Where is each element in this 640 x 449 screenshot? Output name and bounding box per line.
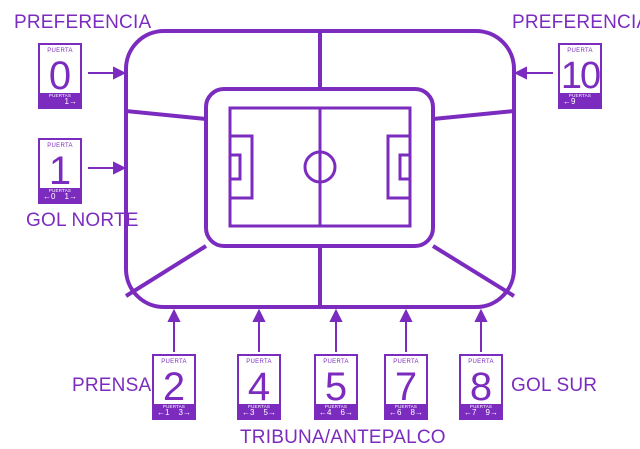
gate-sign-0: PUERTA 0 PUERTAS 1→ xyxy=(38,43,82,109)
gate-footer: PUERTAS ←6 8→ xyxy=(386,404,426,418)
gate-footer: PUERTAS ←1 3→ xyxy=(154,404,194,418)
gate-sign-1: PUERTA 1 PUERTAS ←0 1→ xyxy=(38,138,82,204)
gate-caption: PUERTA xyxy=(468,359,494,365)
divider-left-upper xyxy=(125,109,207,121)
gate-footer: PUERTAS 1→ xyxy=(40,93,80,107)
gate-footer: PUERTAS ←3 5→ xyxy=(239,404,279,418)
gate-caption: PUERTA xyxy=(47,143,73,149)
gate-next: 6→ xyxy=(340,408,353,417)
gate-prev: ←3 xyxy=(242,408,255,417)
label-gol-sur: GOL SUR xyxy=(511,375,598,396)
arrowhead-gate-5 xyxy=(329,308,343,322)
label-gol-norte: GOL NORTE xyxy=(26,210,139,231)
gate-sign-5: PUERTA 5 PUERTAS ←4 6→ xyxy=(314,354,358,420)
goal-area-right xyxy=(398,153,412,181)
gate-footer-caption: PUERTAS xyxy=(324,404,348,409)
gate-footer-caption: PUERTAS xyxy=(162,404,186,409)
gate-sign-10: PUERTA 10 PUERTAS ←9 xyxy=(558,43,602,109)
gate-number: 0 xyxy=(48,54,72,98)
gate-footer: PUERTAS ←4 6→ xyxy=(316,404,356,418)
center-circle xyxy=(303,150,337,184)
gate-sign-7: PUERTA 7 PUERTAS ←6 8→ xyxy=(384,354,428,420)
arrowhead-gate-7 xyxy=(399,308,413,322)
gate-sign-2: PUERTA 2 PUERTAS ←1 3→ xyxy=(152,354,196,420)
gate-footer-caption: PUERTAS xyxy=(48,93,72,98)
divider-right-lower xyxy=(431,244,516,298)
gate-next: 1→ xyxy=(64,192,77,201)
label-prensa: PRENSA xyxy=(72,375,152,396)
gate-number: 8 xyxy=(469,365,493,409)
gate-prev: ←4 xyxy=(319,408,332,417)
gate-next: 1→ xyxy=(64,97,77,106)
gate-number: 2 xyxy=(162,365,186,409)
gate-next: 8→ xyxy=(410,408,423,417)
gate-next: 5→ xyxy=(263,408,276,417)
gate-footer: PUERTAS ←7 9→ xyxy=(461,404,501,418)
gate-sign-8: PUERTA 8 PUERTAS ←7 9→ xyxy=(459,354,503,420)
gate-caption: PUERTA xyxy=(246,359,272,365)
gate-next: 3→ xyxy=(178,408,191,417)
gate-caption: PUERTA xyxy=(393,359,419,365)
gate-prev: ←0 xyxy=(43,192,56,201)
gate-number: 4 xyxy=(247,365,271,409)
arrowhead-gate-8 xyxy=(474,308,488,322)
gate-caption: PUERTA xyxy=(161,359,187,365)
gate-prev: ←9 xyxy=(563,97,576,106)
gate-number: 10 xyxy=(560,55,601,97)
arrowhead-gate-0 xyxy=(113,66,127,80)
label-preferencia-right: PREFERENCIA xyxy=(512,12,640,33)
arrowhead-gate-1 xyxy=(113,161,127,175)
gate-number: 5 xyxy=(324,365,348,409)
divider-right-upper xyxy=(432,109,515,121)
gate-caption: PUERTA xyxy=(567,48,593,54)
gate-footer-caption: PUERTAS xyxy=(394,404,418,409)
gate-caption: PUERTA xyxy=(323,359,349,365)
gate-next: 9→ xyxy=(485,408,498,417)
gate-number: 7 xyxy=(394,365,418,409)
gate-footer-caption: PUERTAS xyxy=(247,404,271,409)
gate-sign-4: PUERTA 4 PUERTAS ←3 5→ xyxy=(237,354,281,420)
gate-prev: ←1 xyxy=(157,408,170,417)
gate-footer-caption: PUERTAS xyxy=(48,188,72,193)
label-tribuna-antepalco: TRIBUNA/ANTEPALCO xyxy=(240,427,446,448)
arrowhead-gate-2 xyxy=(167,308,181,322)
gate-footer-caption: PUERTAS xyxy=(469,404,493,409)
gate-prev: ←6 xyxy=(389,408,402,417)
gate-prev: ←7 xyxy=(464,408,477,417)
arrowhead-gate-4 xyxy=(252,308,266,322)
gate-footer: PUERTAS ←0 1→ xyxy=(40,188,80,202)
label-preferencia-left: PREFERENCIA xyxy=(14,12,152,33)
arrowhead-gate-10 xyxy=(513,66,527,80)
divider-left-lower xyxy=(124,244,208,298)
goal-area-left xyxy=(228,153,242,181)
gate-footer: PUERTAS ←9 xyxy=(560,93,600,107)
gate-footer-caption: PUERTAS xyxy=(568,93,592,98)
gate-caption: PUERTA xyxy=(47,48,73,54)
gate-number: 1 xyxy=(48,149,72,193)
